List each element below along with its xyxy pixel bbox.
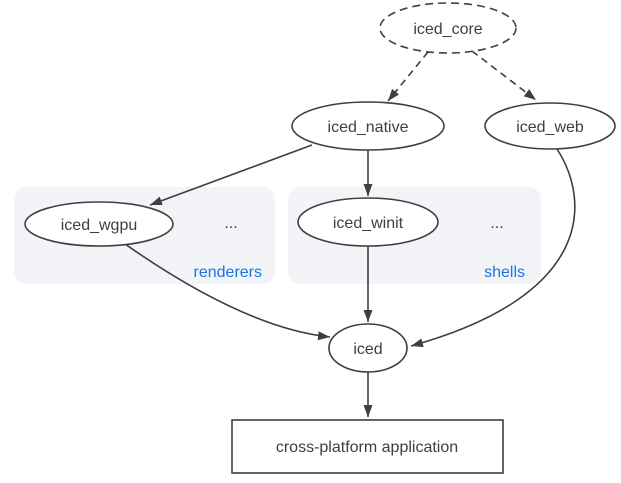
app-rectangle <box>231 419 504 474</box>
edge-iced_wgpu-iced <box>124 243 331 341</box>
iced_web-ellipse <box>484 102 616 150</box>
iced_winit-ellipse <box>297 197 439 247</box>
edge-iced_native-iced_wgpu <box>149 144 313 206</box>
renderers-ellipsis: ... <box>224 215 237 232</box>
iced_wgpu-ellipse <box>24 201 174 247</box>
iced_native-ellipse <box>291 101 445 151</box>
node-iced_winit: iced_winit <box>297 197 439 247</box>
iced_winit-label: iced_winit <box>333 215 404 232</box>
iced_web-label: iced_web <box>516 119 584 136</box>
node-iced_core: iced_core <box>379 2 517 54</box>
iced_core-label: iced_core <box>413 21 482 38</box>
edge-iced_core-iced_web <box>471 50 537 101</box>
iced-ellipse <box>328 323 408 373</box>
iced_wgpu-label: iced_wgpu <box>61 217 138 234</box>
iced_native-label: iced_native <box>328 119 409 136</box>
node-iced: iced <box>328 323 408 373</box>
shells-ellipsis: ... <box>490 215 503 232</box>
node-iced_native: iced_native <box>291 101 445 151</box>
node-iced_web: iced_web <box>484 102 616 150</box>
app-label: cross-platform application <box>276 439 458 456</box>
node-cross-platform-application: cross-platform application <box>231 419 504 474</box>
shells-group-label: shells <box>484 264 525 281</box>
renderers-group-label: renderers <box>194 264 262 281</box>
iced-label: iced <box>353 341 382 358</box>
iced_core-ellipse <box>379 2 517 54</box>
edge-iced_web-iced <box>410 148 576 348</box>
edge-iced_core-iced_native <box>387 51 429 102</box>
node-iced_wgpu: iced_wgpu <box>24 201 174 247</box>
